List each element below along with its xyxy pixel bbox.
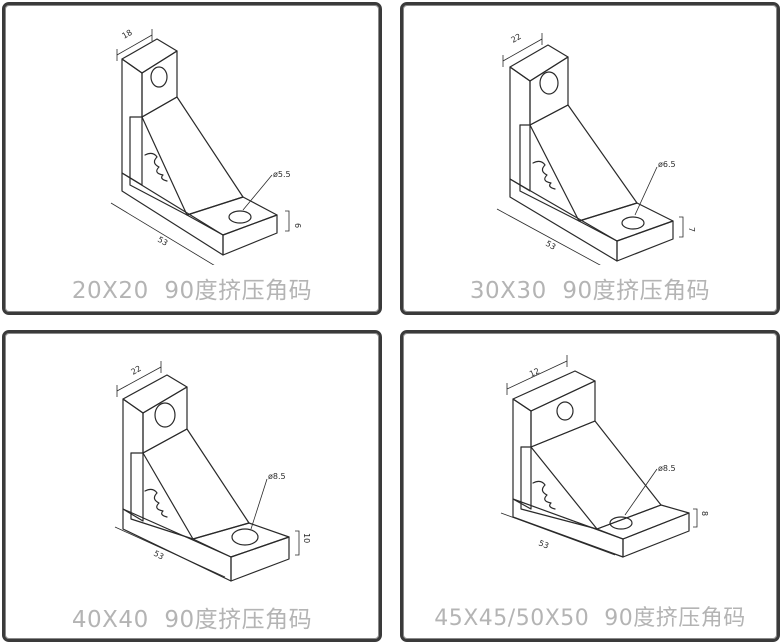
bracket-panel-20x20: 18 ø5.5 53 6 20X20 90度挤压角码: [2, 2, 382, 315]
dim-base-label: 53: [537, 539, 550, 551]
bracket-drawing: 22 ø6.5 53 7: [496, 32, 696, 265]
dim-hole-label: ø6.5: [658, 160, 676, 169]
dim-side-label: 8: [700, 511, 709, 516]
dim-base-label: 53: [152, 549, 165, 562]
dim-base-label: 53: [544, 239, 557, 252]
dim-top-label: 22: [130, 364, 143, 377]
dim-side-label: 6: [293, 223, 302, 228]
dim-side-label: 10: [302, 533, 311, 543]
dim-top-label: 12: [528, 366, 541, 378]
panel-caption: 30X30 90度挤压角码: [469, 278, 711, 304]
bracket-panel-30x30: 22 ø6.5 53 7 30X30 90度挤压角码: [400, 2, 780, 315]
bracket-drawing: 18 ø5.5 53 6: [110, 28, 302, 265]
dim-hole-label: ø5.5: [273, 170, 291, 179]
bracket-panel-45x45-50x50: 12 ø8.5 53 8 45X45/50X50 90度挤压角码: [400, 330, 780, 642]
dim-hole-label: ø8.5: [658, 464, 676, 473]
bracket-drawing: 12 ø8.5 53 8: [500, 355, 709, 558]
bracket-drawing: 22 ø8.5 53 10: [114, 361, 311, 582]
dim-base-label: 53: [156, 235, 169, 248]
dim-top-label: 18: [121, 28, 134, 41]
panel-caption: 20X20 90度挤压角码: [71, 278, 313, 304]
dim-top-label: 22: [510, 32, 523, 45]
dim-side-label: 7: [687, 227, 696, 232]
panel-caption: 45X45/50X50 90度挤压角码: [434, 606, 746, 631]
panel-caption: 40X40 90度挤压角码: [71, 607, 313, 633]
dim-hole-label: ø8.5: [268, 472, 286, 481]
bracket-panel-40x40: 22 ø8.5 53 10 40X40 90度挤压角码: [2, 330, 382, 642]
